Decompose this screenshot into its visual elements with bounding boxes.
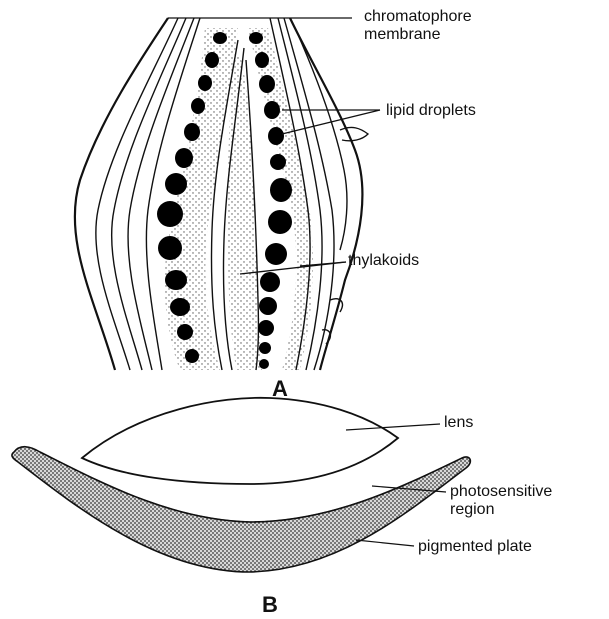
- pigmented-plate-leader: [356, 540, 414, 546]
- lipid-droplet: [265, 243, 287, 265]
- lipid-droplet: [157, 201, 183, 227]
- pigmented-plate-label: pigmented plate: [418, 538, 532, 556]
- stroma-band-center: [228, 55, 262, 370]
- lipid-droplet: [259, 297, 277, 315]
- panel-a-letter: A: [272, 376, 288, 402]
- lipid-droplet: [258, 320, 274, 336]
- lipid-droplet: [170, 298, 190, 316]
- photosensitive-region-label: photosensitive region: [450, 483, 552, 519]
- lipid-droplet: [270, 154, 286, 170]
- lipid-droplet: [158, 236, 182, 260]
- lipid-droplets-leader-2: [282, 110, 380, 134]
- lipid-droplet: [259, 342, 271, 354]
- lens: [82, 398, 398, 484]
- lipid-droplet: [270, 178, 292, 202]
- lipid-droplet: [260, 272, 280, 292]
- chromatophore-illustration: [75, 18, 380, 370]
- lipid-droplet: [255, 52, 269, 68]
- lipid-droplet: [177, 324, 193, 340]
- lipid-droplet: [268, 210, 292, 234]
- lipid-droplet: [198, 75, 212, 91]
- lipid-droplet: [205, 52, 219, 68]
- lipid-droplet: [165, 173, 187, 195]
- lipid-droplet: [264, 101, 280, 119]
- eyespot-illustration: [12, 398, 470, 572]
- lipid-droplet: [213, 32, 227, 44]
- lipid-droplet: [259, 75, 275, 93]
- lipid-droplet: [249, 32, 263, 44]
- lipid-droplet: [185, 349, 199, 363]
- lens-label: lens: [444, 414, 473, 432]
- lipid-droplet: [268, 127, 284, 145]
- lipid-droplets-label: lipid droplets: [386, 102, 476, 120]
- thylakoids-label: thylakoids: [348, 252, 419, 270]
- chromatophore-membrane-label: chromatophore membrane: [364, 8, 472, 44]
- lipid-droplet: [184, 123, 200, 141]
- lipid-droplet: [165, 270, 187, 290]
- panel-b-letter: B: [262, 592, 278, 618]
- lipid-droplet: [259, 359, 269, 369]
- lipid-droplet: [191, 98, 205, 114]
- lipid-droplet: [175, 148, 193, 168]
